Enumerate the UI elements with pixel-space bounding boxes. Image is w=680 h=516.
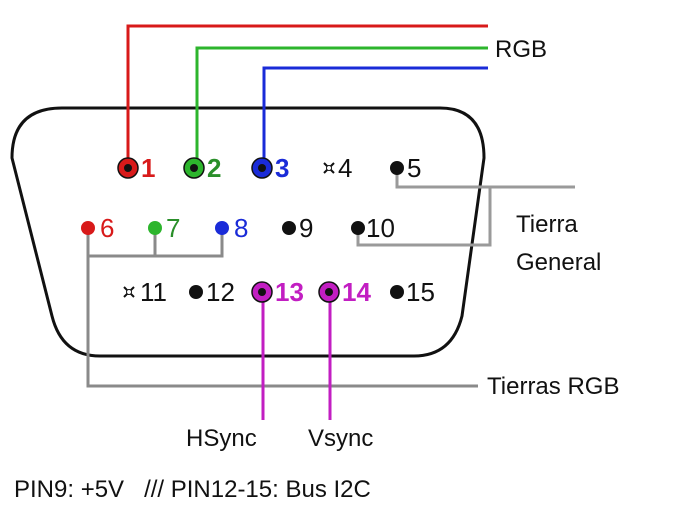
pin-5: 5 <box>390 153 421 183</box>
pin-4-dot <box>326 165 332 171</box>
label-rgb: RGB <box>495 36 547 63</box>
pin-1: 1 <box>117 153 155 183</box>
pin-7-label: 7 <box>166 213 180 243</box>
pin-9: 9 <box>282 213 313 243</box>
pin-11-dot <box>126 289 132 295</box>
wire-green <box>195 46 488 165</box>
pin-11-label: 11 <box>140 277 167 307</box>
pin-1-label: 1 <box>141 153 155 183</box>
pin-2: 2 <box>183 153 221 183</box>
pin-12-dot <box>189 285 203 299</box>
pin-14: 14 <box>318 277 371 307</box>
pin-3-core <box>258 164 266 172</box>
pin-1-core <box>124 164 132 172</box>
pin-5-label: 5 <box>407 153 421 183</box>
pin-13-label: 13 <box>275 277 304 307</box>
wire-blue <box>262 66 488 165</box>
pin-13: 13 <box>251 277 304 307</box>
pin-6-dot <box>81 221 95 235</box>
pin-3: 3 <box>251 153 289 183</box>
pin-8: 8 <box>215 213 248 243</box>
pin-15: 15 <box>390 277 435 307</box>
footer-note: PIN9: +5V /// PIN12-15: Bus I2C <box>14 476 371 503</box>
pin-12-label: 12 <box>206 277 235 307</box>
pin-8-dot <box>215 221 229 235</box>
pin-3-label: 3 <box>275 153 289 183</box>
wire-red <box>126 24 488 165</box>
label-hsync: HSync <box>186 425 257 452</box>
connector-outline <box>10 106 486 358</box>
pin-7: 7 <box>148 213 180 243</box>
pin-2-core <box>190 164 198 172</box>
pin-14-label: 14 <box>342 277 371 307</box>
pin-9-dot <box>282 221 296 235</box>
pin-15-dot <box>390 285 404 299</box>
pin-11: 11 <box>123 277 167 307</box>
wire-ground-general <box>356 170 575 247</box>
pin-2-label: 2 <box>207 153 221 183</box>
pin-9-label: 9 <box>299 213 313 243</box>
wires <box>86 24 575 420</box>
label-tierras-rgb: Tierras RGB <box>487 373 619 400</box>
label-tierra-line1: Tierra <box>516 211 578 238</box>
pin-12: 12 <box>189 277 235 307</box>
pin-5-dot <box>390 161 404 175</box>
pin-8-label: 8 <box>234 213 248 243</box>
pin-4: 4 <box>323 153 352 183</box>
pin-7-dot <box>148 221 162 235</box>
pin-4-label: 4 <box>338 153 352 183</box>
pin-6-label: 6 <box>100 213 114 243</box>
label-vsync: Vsync <box>308 425 373 452</box>
pin-10-dot <box>351 221 365 235</box>
pin-13-core <box>258 288 266 296</box>
label-tierra-line2: General <box>516 249 601 276</box>
pin-6: 6 <box>81 213 114 243</box>
pin-14-core <box>325 288 333 296</box>
pin-10-label: 10 <box>366 213 395 243</box>
pin-10: 10 <box>351 213 395 243</box>
pin-15-label: 15 <box>406 277 435 307</box>
